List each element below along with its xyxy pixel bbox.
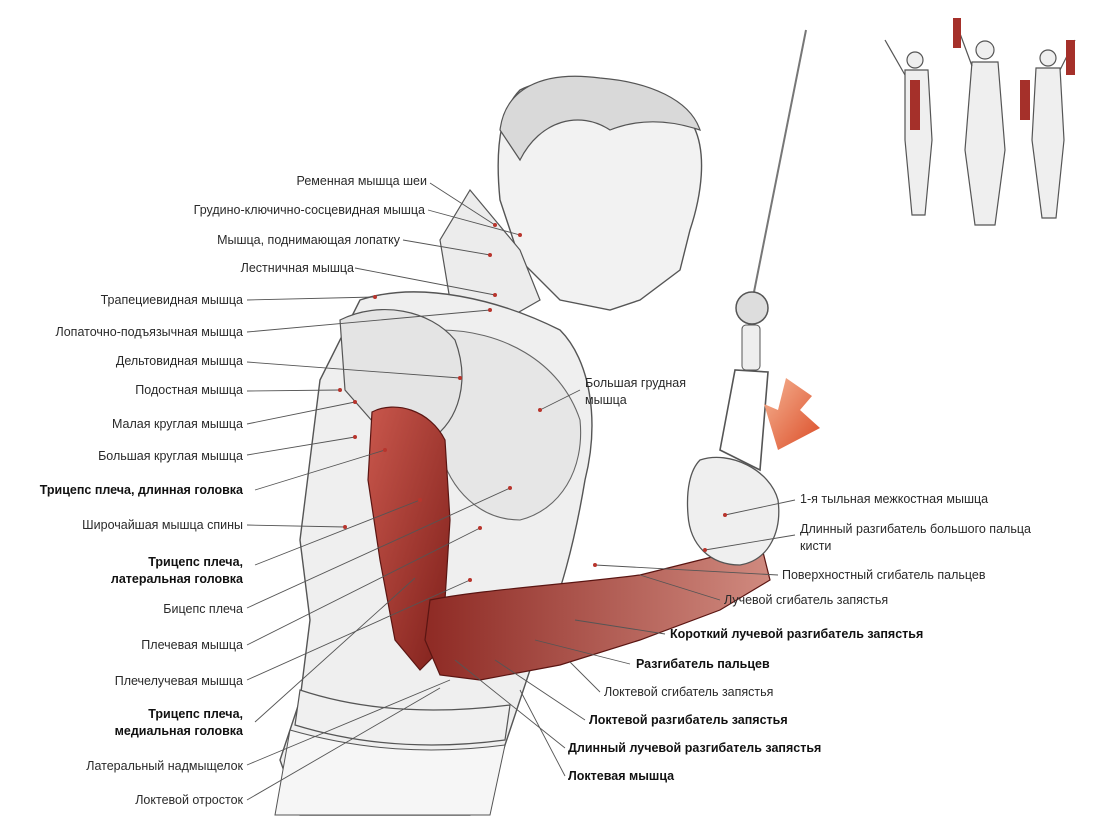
label-ecr-brevis: Короткий лучевой разгибатель запястья bbox=[670, 627, 924, 641]
label-triceps-lateral-2: латеральная головка bbox=[110, 572, 243, 586]
fist bbox=[686, 456, 780, 566]
label-ecr-longus: Длинный лучевой разгибатель запястья bbox=[568, 741, 822, 755]
label-biceps: Бицепс плеча bbox=[163, 602, 243, 616]
mini-figures bbox=[884, 18, 1076, 226]
waistband bbox=[294, 689, 511, 746]
label-lateral-epicondyle: Латеральный надмыщелок bbox=[86, 759, 243, 773]
forearm bbox=[424, 539, 771, 681]
label-trapezius: Трапециевидная мышца bbox=[100, 293, 243, 307]
label-sternocleido: Грудино-ключично-сосцевидная мышца bbox=[193, 203, 425, 217]
leader-dots bbox=[338, 223, 727, 582]
hair bbox=[499, 75, 701, 162]
label-flexor-carpi-ulnaris: Локтевой сгибатель запястья bbox=[604, 685, 774, 699]
label-interosseous: 1-я тыльная межкостная мышца bbox=[800, 492, 989, 506]
cable bbox=[753, 29, 807, 293]
label-triceps-medial-2: медиальная головка bbox=[114, 724, 243, 738]
cable-pulley bbox=[735, 291, 769, 325]
label-levator-scapulae: Мышца, поднимающая лопатку bbox=[217, 233, 400, 247]
label-brachioradialis: Плечелучевая мышца bbox=[114, 674, 243, 688]
label-ext-pollicis-2: кисти bbox=[800, 539, 832, 553]
label-pectoralis-1: Большая грудная bbox=[585, 376, 687, 390]
label-ext-pollicis-1: Длинный разгибатель большого пальца bbox=[800, 522, 1031, 536]
label-triceps-medial-1: Трицепс плеча, bbox=[148, 707, 243, 721]
label-deltoid: Дельтовидная мышца bbox=[115, 354, 243, 368]
label-ext-carpi-ulnaris: Локтевой разгибатель запястья bbox=[589, 713, 788, 727]
label-omohyoid: Лопаточно-подъязычная мышца bbox=[55, 325, 243, 339]
down-arrow-icon bbox=[764, 378, 820, 450]
cable-clamp bbox=[741, 324, 761, 371]
label-ext-digitorum: Разгибатель пальцев bbox=[636, 657, 770, 671]
label-splenius: Ременная мышца шеи bbox=[296, 174, 427, 188]
leader-lines bbox=[246, 182, 796, 801]
label-teres-major: Большая круглая мышца bbox=[98, 449, 243, 463]
label-triceps-long: Трицепс плеча, длинная головка bbox=[39, 483, 243, 497]
label-scalene: Лестничная мышца bbox=[240, 261, 354, 275]
label-latissimus: Широчайшая мышца спины bbox=[82, 518, 243, 532]
mini-figure-left bbox=[884, 39, 933, 216]
label-infraspinatus: Подостная мышца bbox=[135, 383, 243, 397]
label-anconeus: Локтевая мышца bbox=[568, 769, 675, 783]
label-flexor-carpi-radialis: Лучевой сгибатель запястья bbox=[724, 593, 889, 607]
label-pectoralis-2: мышца bbox=[585, 393, 627, 407]
label-brachialis: Плечевая мышца bbox=[141, 638, 243, 652]
label-olecranon: Локтевой отросток bbox=[135, 793, 243, 807]
cable-handle bbox=[719, 369, 769, 472]
label-triceps-lateral-1: Трицепс плеча, bbox=[148, 555, 243, 569]
label-flexor-digitorum-sup: Поверхностный сгибатель пальцев bbox=[782, 568, 986, 582]
mini-figure-middle bbox=[953, 18, 1006, 226]
label-teres-minor: Малая круглая мышца bbox=[111, 417, 243, 431]
shorts bbox=[274, 729, 506, 816]
chest bbox=[439, 329, 582, 521]
mini-figure-right bbox=[1020, 39, 1076, 219]
